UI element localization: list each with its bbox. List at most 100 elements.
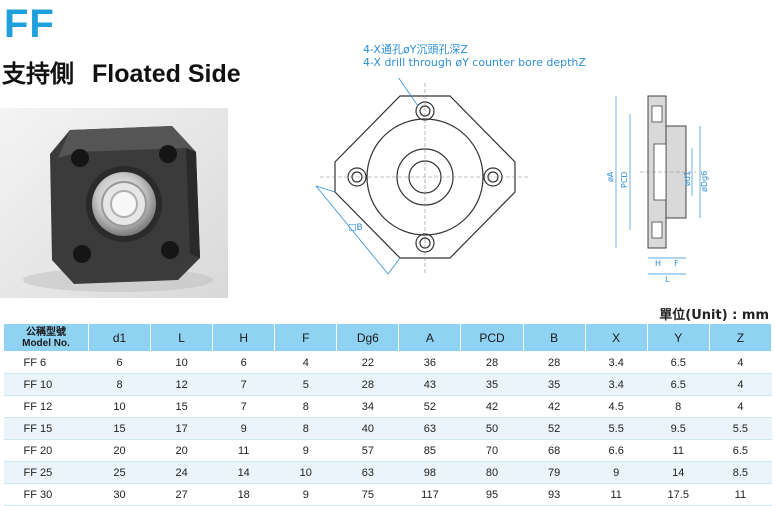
label-d1: ød1	[683, 171, 692, 186]
table-cell: 6.5	[709, 439, 772, 462]
table-cell: 57	[336, 439, 399, 462]
table-cell: 4	[709, 351, 772, 374]
table-cell: 6.6	[585, 439, 648, 462]
table-cell: 7	[212, 373, 275, 396]
label-l: L	[665, 275, 670, 284]
label-pcd: PCD	[620, 171, 629, 188]
side-view-drawing: øA PCD ød1 øDg6 H F L	[606, 95, 709, 284]
table-cell: 10	[88, 395, 151, 418]
table-cell: 3.4	[585, 373, 648, 396]
label-h: H	[655, 259, 661, 268]
table-cell: 70	[460, 439, 524, 462]
table-cell: 18	[212, 483, 275, 506]
table-cell: 8.5	[709, 461, 772, 484]
model-header-en: Model No.	[22, 337, 70, 349]
table-cell: 15	[150, 395, 213, 418]
table-cell: 6	[212, 351, 275, 374]
label-f: F	[674, 259, 679, 268]
table-cell: 17	[150, 417, 213, 440]
front-view-drawing: □B	[315, 78, 530, 275]
table-cell: 35	[523, 373, 586, 396]
col-header: B	[522, 323, 586, 352]
table-cell: 3.4	[585, 351, 648, 374]
table-cell: 14	[647, 461, 710, 484]
model-cell: FF 12	[3, 395, 89, 418]
table-header-row: 公稱型號 Model No. d1 L H F Dg6 A PCD B X Y …	[3, 323, 773, 352]
model-cell: FF 15	[3, 417, 89, 440]
table-cell: 6	[88, 351, 151, 374]
table-cell: 4	[709, 373, 772, 396]
col-header: Z	[708, 323, 773, 352]
table-cell: 11	[585, 483, 648, 506]
table-cell: 25	[88, 461, 151, 484]
model-header: 公稱型號 Model No.	[3, 323, 89, 352]
table-cell: 15	[88, 417, 151, 440]
model-cell: FF 6	[3, 351, 89, 374]
table-cell: 4.5	[585, 395, 648, 418]
col-header: L	[150, 323, 214, 352]
table-cell: 5	[274, 373, 337, 396]
subtitle-en: Floated Side	[92, 60, 241, 88]
table-cell: 11	[709, 483, 772, 506]
table-cell: 85	[398, 439, 461, 462]
product-code: FF	[4, 2, 55, 46]
table-cell: 42	[523, 395, 586, 418]
drill-note-zh: 4-X通孔øY沉頭孔深Z	[363, 43, 468, 56]
table-cell: 4	[709, 395, 772, 418]
table-cell: 20	[150, 439, 213, 462]
table-cell: 34	[336, 395, 399, 418]
table-cell: 9.5	[647, 417, 710, 440]
col-header: PCD	[460, 323, 524, 352]
model-cell: FF 25	[3, 461, 89, 484]
table-cell: 14	[212, 461, 275, 484]
unit-label: 單位(Unit) : mm	[659, 308, 769, 323]
model-cell: FF 20	[3, 439, 89, 462]
table-cell: 43	[398, 373, 461, 396]
col-header: H	[212, 323, 276, 352]
model-cell: FF 30	[3, 483, 89, 506]
spec-table: 公稱型號 Model No. d1 L H F Dg6 A PCD B X Y …	[3, 323, 773, 506]
table-cell: 52	[398, 395, 461, 418]
table-cell: 95	[460, 483, 524, 506]
col-header: F	[274, 323, 338, 352]
table-cell: 117	[398, 483, 461, 506]
table-cell: 36	[398, 351, 461, 374]
table-cell: 68	[523, 439, 586, 462]
table-cell: 9	[212, 417, 275, 440]
table-cell: 22	[336, 351, 399, 374]
table-cell: 24	[150, 461, 213, 484]
table-cell: 8	[647, 395, 710, 418]
table-cell: 27	[150, 483, 213, 506]
label-b: □B	[348, 223, 363, 233]
table-cell: 42	[460, 395, 524, 418]
table-cell: 8	[274, 417, 337, 440]
table-cell: 4	[274, 351, 337, 374]
table-cell: 98	[398, 461, 461, 484]
table-cell: 80	[460, 461, 524, 484]
table-cell: 5.5	[709, 417, 772, 440]
col-header: d1	[87, 323, 152, 352]
table-cell: 40	[336, 417, 399, 440]
model-header-zh: 公稱型號	[26, 326, 66, 338]
table-cell: 9	[274, 483, 337, 506]
col-header: Dg6	[336, 323, 400, 352]
col-header: A	[398, 323, 462, 352]
col-header: Y	[646, 323, 710, 352]
table-cell: 10	[150, 351, 213, 374]
table-cell: 11	[647, 439, 710, 462]
table-cell: 9	[585, 461, 648, 484]
table-cell: 6.5	[647, 373, 710, 396]
model-cell: FF 10	[3, 373, 89, 396]
product-photo	[0, 108, 228, 298]
table-cell: 8	[274, 395, 337, 418]
table-cell: 5.5	[585, 417, 648, 440]
table-cell: 50	[460, 417, 524, 440]
table-cell: 93	[523, 483, 586, 506]
